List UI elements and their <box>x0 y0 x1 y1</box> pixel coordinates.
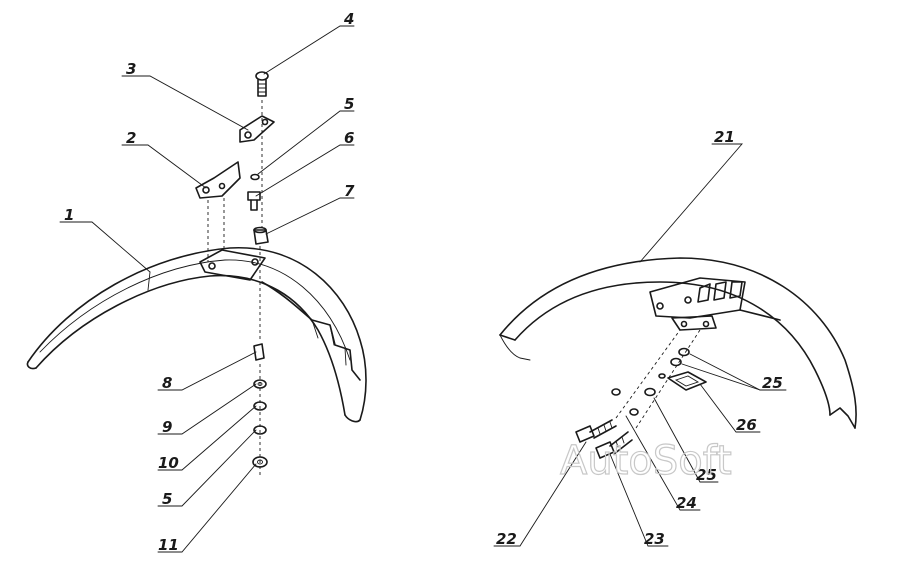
callout-2: 2 <box>126 129 136 147</box>
callout-23: 23 <box>644 530 665 548</box>
washers-part-25-upper <box>670 347 690 367</box>
callout-21: 21 <box>714 128 735 146</box>
bolt-part-22 <box>575 419 617 443</box>
callout-6: 6 <box>344 129 354 147</box>
leader-lines <box>59 25 787 553</box>
washer-part-25-lower <box>658 373 666 379</box>
watermark-text: AutoSoft <box>560 438 732 484</box>
clamp-part-3 <box>239 115 275 143</box>
callout-3: 3 <box>126 60 136 78</box>
screw-part-4 <box>255 71 269 97</box>
bolt-part-6 <box>247 191 261 211</box>
front-fender <box>26 247 367 423</box>
callout-labels: 1 2 3 4 5 6 7 8 9 10 5 11 21 25 26 25 24… <box>64 10 783 554</box>
assembly-axis-right <box>615 329 701 429</box>
callout-24: 24 <box>676 494 697 512</box>
callout-11: 11 <box>158 536 179 554</box>
callout-9: 9 <box>162 418 172 436</box>
callout-4: 4 <box>343 10 354 28</box>
bracket-part-2 <box>195 161 241 199</box>
callout-26: 26 <box>736 416 757 434</box>
callout-5-bottom: 5 <box>162 490 172 508</box>
callout-22: 22 <box>496 530 517 548</box>
callout-25-lower: 25 <box>696 466 717 484</box>
callout-5-top: 5 <box>344 95 354 113</box>
rear-fender <box>499 257 857 429</box>
callout-10: 10 <box>158 454 179 472</box>
assembly-axis-left <box>259 100 263 478</box>
washer-part-5-top <box>250 173 260 181</box>
callout-1: 1 <box>64 206 74 224</box>
washer-part-24b <box>611 388 621 396</box>
nut-part-7 <box>253 226 269 245</box>
washer-part-24 <box>644 387 656 397</box>
callout-8: 8 <box>162 374 172 392</box>
callout-7: 7 <box>344 182 355 200</box>
washer-part-25-small <box>629 408 639 416</box>
plate-part-26 <box>667 371 707 391</box>
spacer-part-8 <box>253 343 265 361</box>
bracket-axis <box>207 198 225 262</box>
bolt-part-23 <box>595 431 633 459</box>
callout-25-upper: 25 <box>762 374 783 392</box>
